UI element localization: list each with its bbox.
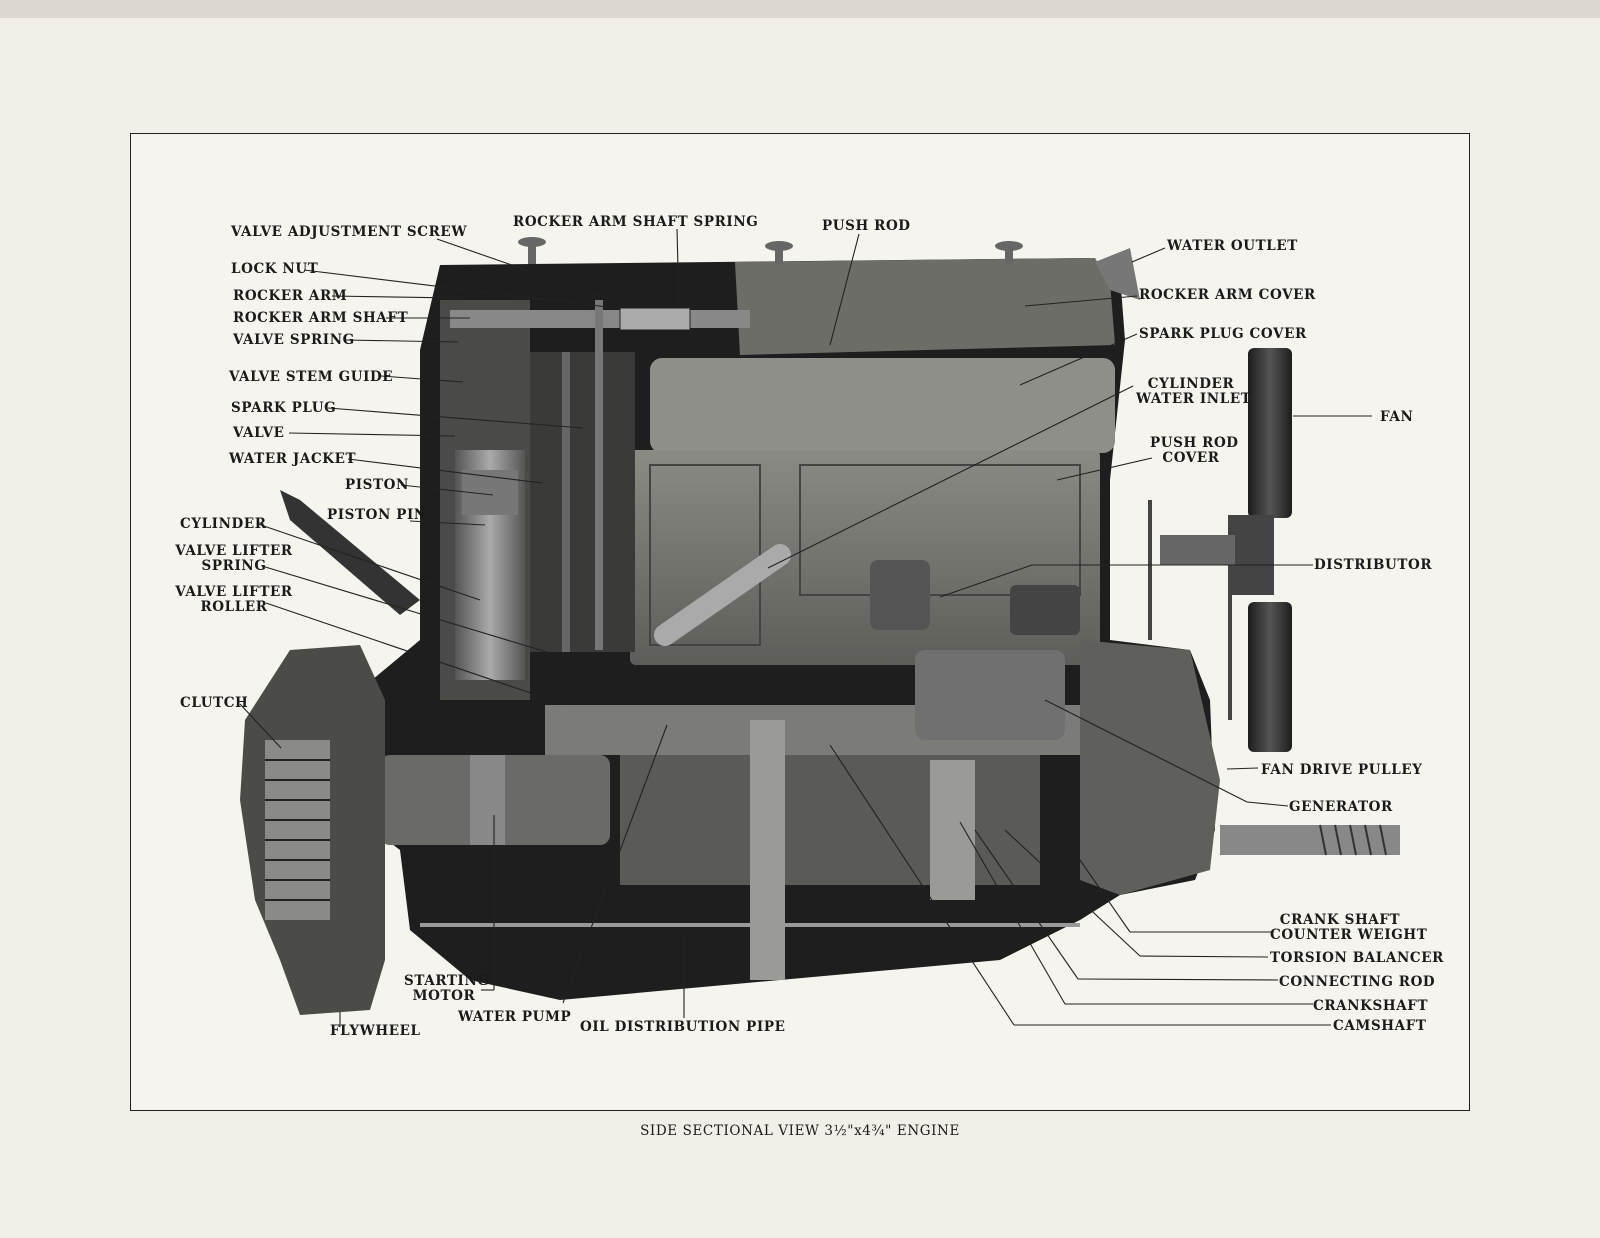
label-cylinder-water-inlet: CYLINDER WATER INLET: [1136, 376, 1252, 407]
label-push-rod-cover: PUSH ROD COVER: [1150, 435, 1239, 466]
label-rocker-arm-shaft: ROCKER ARM SHAFT: [233, 310, 409, 326]
label-distributor: DISTRIBUTOR: [1314, 557, 1433, 573]
label-starting-motor-line1: STARTING: [404, 973, 490, 989]
label-valve-spring: VALVE SPRING: [233, 332, 355, 348]
label-valve-lifter-spring-line2: SPRING: [201, 558, 267, 574]
label-camshaft: CAMSHAFT: [1333, 1018, 1427, 1034]
label-connecting-rod: CONNECTING ROD: [1279, 974, 1436, 990]
label-cylinder-water-inlet-line1: CYLINDER: [1147, 376, 1235, 392]
label-push-rod-cover-line2: COVER: [1162, 450, 1220, 466]
leader-lines: [239, 228, 1372, 1027]
label-valve: VALVE: [233, 425, 285, 441]
label-piston-pin: PISTON PIN: [327, 507, 427, 523]
label-lock-nut: LOCK NUT: [231, 261, 319, 277]
label-cylinder: CYLINDER: [180, 516, 267, 532]
label-torsion-balancer: TORSION BALANCER: [1270, 950, 1444, 966]
label-rocker-arm-cover: ROCKER ARM COVER: [1139, 287, 1316, 303]
label-water-jacket: WATER JACKET: [229, 451, 357, 467]
label-crank-shaft-counter-weight-line1: CRANK SHAFT: [1279, 912, 1401, 928]
label-rocker-arm: ROCKER ARM: [233, 288, 348, 304]
page-top-edge: [0, 0, 1600, 20]
label-starting-motor-line2: MOTOR: [412, 988, 476, 1004]
label-valve-lifter-spring-line1: VALVE LIFTER: [175, 543, 293, 559]
label-starting-motor: STARTING MOTOR: [404, 973, 490, 1004]
label-push-rod: PUSH ROD: [822, 218, 911, 234]
label-valve-adjustment-screw: VALVE ADJUSTMENT SCREW: [231, 224, 468, 240]
label-cylinder-water-inlet-line2: WATER INLET: [1136, 391, 1252, 407]
label-crank-shaft-counter-weight-line2: COUNTER WEIGHT: [1270, 927, 1428, 943]
label-water-pump: WATER PUMP: [458, 1009, 572, 1025]
label-valve-lifter-roller: VALVE LIFTER ROLLER: [174, 585, 294, 615]
label-water-outlet: WATER OUTLET: [1167, 238, 1298, 254]
label-fan: FAN: [1380, 409, 1414, 425]
engine-block: [240, 237, 1400, 1015]
label-rocker-arm-shaft-spring: ROCKER ARM SHAFT SPRING: [513, 214, 759, 230]
label-fan-drive-pulley: FAN DRIVE PULLEY: [1261, 762, 1423, 778]
fan-assembly: [1148, 348, 1292, 752]
label-valve-lifter-roller-line2: ROLLER: [200, 599, 268, 615]
label-generator: GENERATOR: [1289, 799, 1393, 815]
label-piston: PISTON: [345, 477, 409, 493]
label-crank-shaft-counter-weight: CRANK SHAFT COUNTER WEIGHT: [1270, 912, 1428, 943]
label-valve-stem-guide: VALVE STEM GUIDE: [229, 369, 394, 385]
label-valve-lifter-roller-line1: VALVE LIFTER: [175, 584, 293, 600]
label-oil-distribution-pipe: OIL DISTRIBUTION PIPE: [580, 1019, 786, 1035]
label-crankshaft: CRANKSHAFT: [1313, 998, 1429, 1014]
label-spark-plug: SPARK PLUG: [231, 400, 337, 416]
label-valve-lifter-spring: VALVE LIFTER SPRING: [174, 544, 294, 574]
label-push-rod-cover-line1: PUSH ROD: [1150, 435, 1239, 451]
label-clutch: CLUTCH: [180, 695, 249, 711]
figure-caption: SIDE SECTIONAL VIEW 3½"x4¾" ENGINE: [640, 1123, 960, 1139]
label-flywheel: FLYWHEEL: [330, 1023, 421, 1039]
label-spark-plug-cover: SPARK PLUG COVER: [1139, 326, 1307, 342]
